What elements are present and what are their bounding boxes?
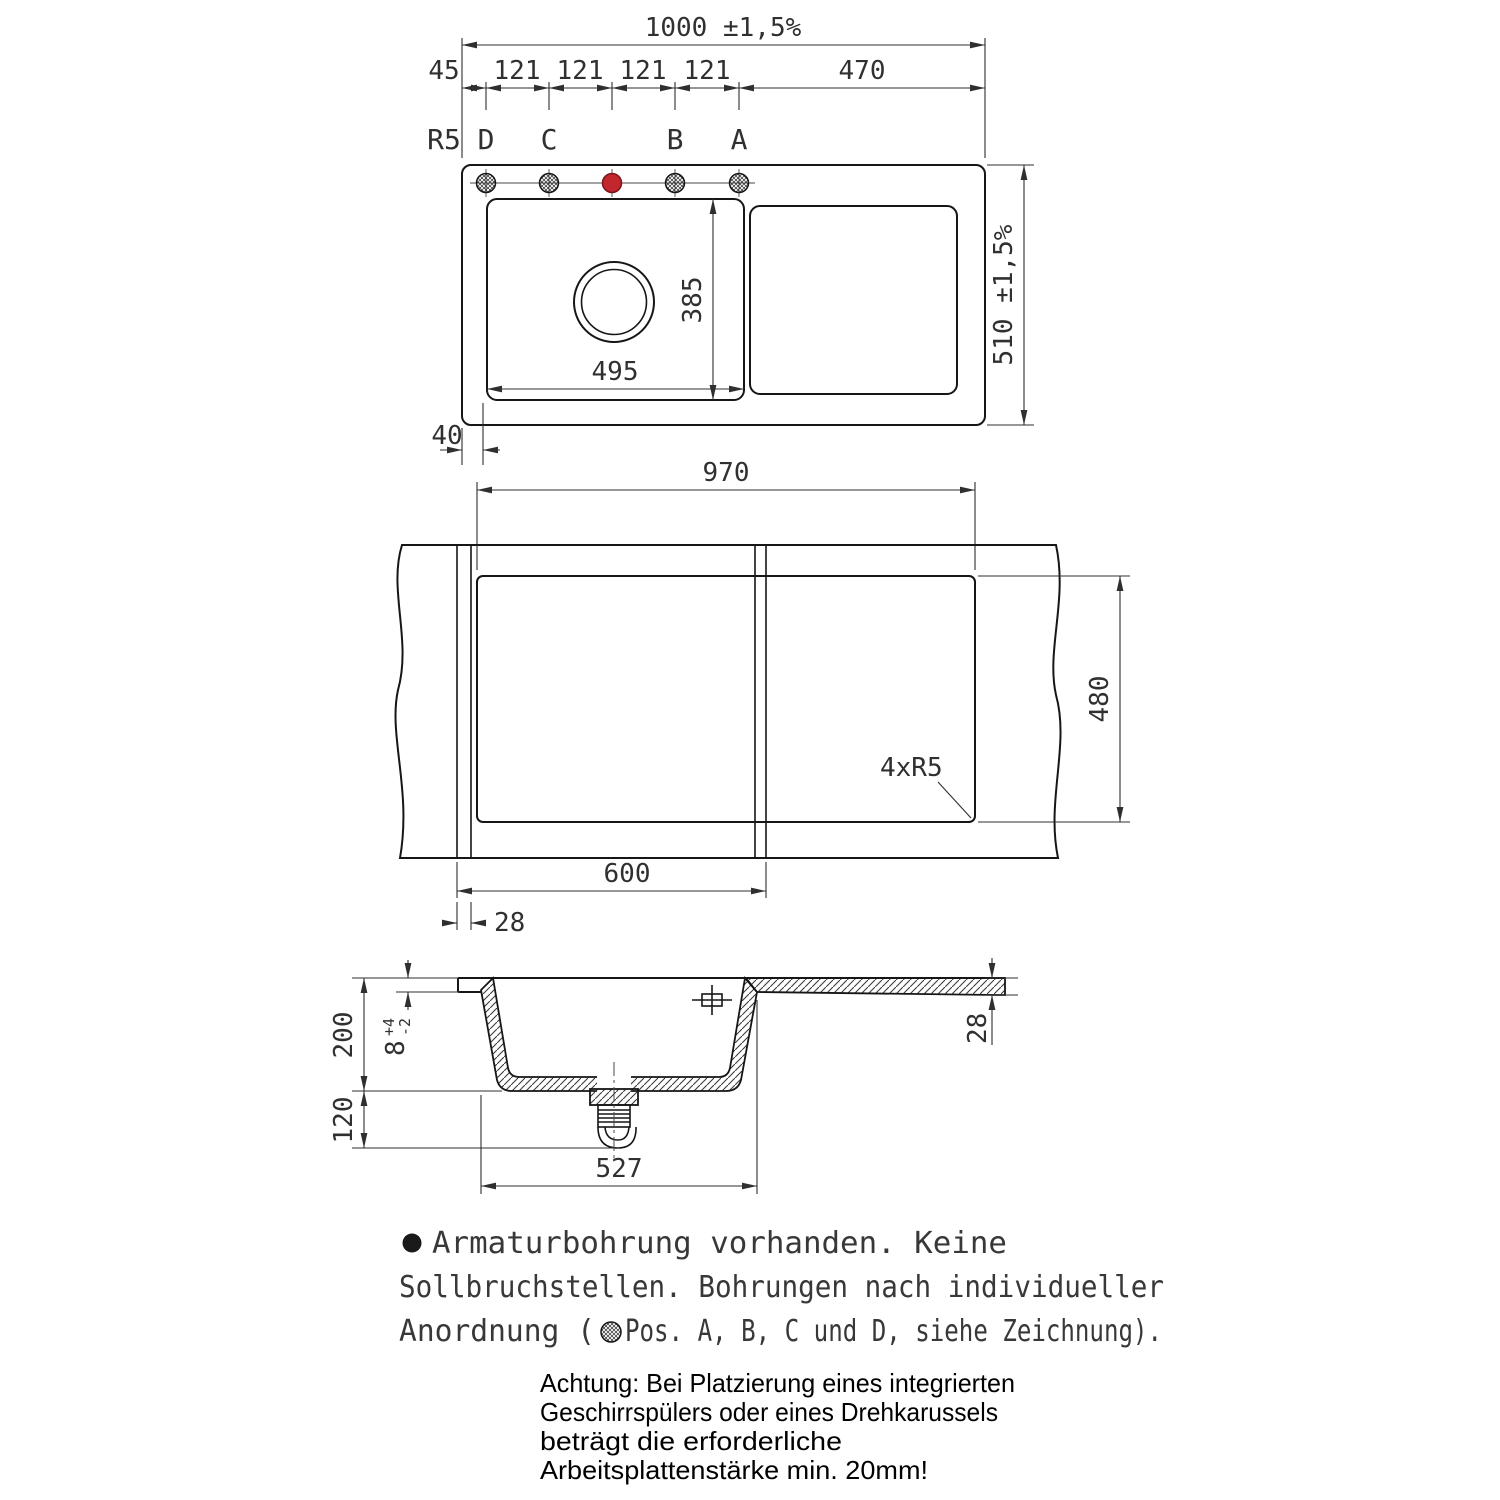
dim-bowl-width: 495 xyxy=(487,357,744,393)
drainer-section xyxy=(744,977,1006,996)
section-view: 200 8 +4 -2 120 xyxy=(329,958,1018,1194)
dim-121-label-3: 121 xyxy=(620,56,667,86)
hole-c xyxy=(538,172,560,194)
hole-center-red xyxy=(601,172,623,194)
dim-45-label: 45 xyxy=(428,56,459,86)
cutout-outline xyxy=(476,575,976,823)
dim-edge-thickness: 28 xyxy=(963,958,1018,1045)
dim-121-label-4: 121 xyxy=(684,56,731,86)
dim-cutout-width: 970 xyxy=(476,458,976,570)
dim-overall-width: 1000 ±1,5% xyxy=(461,13,986,158)
dim-bottom-offset: 40 xyxy=(431,403,500,465)
countertop-slab xyxy=(394,544,1062,859)
dim-28-thickness-label: 28 xyxy=(963,1013,993,1044)
hole-d xyxy=(475,172,497,194)
drainer-outline xyxy=(749,205,958,395)
dim-200-label: 200 xyxy=(329,1012,359,1059)
drain-tailpipe-inner xyxy=(604,1126,630,1141)
dim-total-label: 1000 ±1,5% xyxy=(645,13,802,43)
faucet-holes xyxy=(470,169,755,197)
corner-radius-label: 4xR5 xyxy=(880,753,943,783)
attention-line4: Arbeitsplattenstärke min. 20mm! xyxy=(540,1455,928,1485)
hole-a xyxy=(728,172,750,194)
armature-note-line3-prefix: Anordnung ( xyxy=(399,1314,595,1349)
dim-bowl-depth-section: 200 xyxy=(329,977,502,1092)
drain-outer-circle xyxy=(573,261,655,343)
attention-line3: beträgt die erforderliche xyxy=(540,1426,842,1456)
reference-lines xyxy=(456,545,767,858)
hole-label-a: A xyxy=(731,123,748,156)
dim-385-label: 385 xyxy=(678,277,708,324)
dim-600-label: 600 xyxy=(604,859,651,889)
hole-label-d: D xyxy=(478,123,495,156)
dim-8-tol-minus: -2 xyxy=(396,1018,414,1036)
drain-inner-circle xyxy=(580,268,648,336)
dim-rim-thickness: 8 +4 -2 xyxy=(380,960,460,1056)
rim-lines xyxy=(457,977,1005,993)
dim-470-label: 470 xyxy=(839,56,886,86)
dim-480-label: 480 xyxy=(1085,676,1115,723)
datum-cross-marker xyxy=(692,985,732,1015)
radius-label: R5 xyxy=(427,123,461,156)
corner-radius-callout: 4xR5 xyxy=(880,753,972,819)
cutout-view: 970 480 4xR5 xyxy=(394,458,1130,938)
dim-edge-offset: 28 xyxy=(442,902,525,938)
attention-note: Achtung: Bei Platzierung eines integrier… xyxy=(540,1368,1015,1485)
dim-overall-height: 510 ±1,5% xyxy=(987,164,1034,426)
dim-495-label: 495 xyxy=(592,357,639,387)
armature-note-line2: Sollbruchstellen. Bohrungen nach individ… xyxy=(399,1270,1164,1305)
dim-drain-height: 120 xyxy=(329,1091,620,1149)
dim-510-label: 510 ±1,5% xyxy=(989,224,1019,365)
dim-121-label-1: 121 xyxy=(494,56,541,86)
armature-note-line1: Armaturbohrung vorhanden. Keine xyxy=(432,1226,1007,1261)
dim-8-label: 8 xyxy=(381,1040,411,1056)
drain-fitting xyxy=(589,1062,639,1158)
dim-bowl-depth: 385 xyxy=(678,199,717,400)
armature-note-line3-suffix: Pos. A, B, C und D, siehe Zeichnung). xyxy=(625,1314,1162,1349)
dim-28-label: 28 xyxy=(494,908,525,938)
dim-bowl-width-section: 527 xyxy=(480,1000,758,1194)
bullet-icon xyxy=(402,1233,422,1253)
dim-970-label: 970 xyxy=(703,458,750,488)
dim-120-label: 120 xyxy=(329,1097,359,1144)
top-view: 1000 ±1,5% 45 121 121 121 12 xyxy=(427,13,1034,465)
bowl-outline xyxy=(486,198,745,401)
dim-bowl-cutout: 600 xyxy=(456,859,767,898)
dim-121-label-2: 121 xyxy=(557,56,604,86)
armature-note: Armaturbohrung vorhanden. Keine Sollbruc… xyxy=(399,1226,1164,1349)
hole-symbol-icon xyxy=(600,1321,622,1343)
attention-line1: Achtung: Bei Platzierung eines integrier… xyxy=(540,1368,1015,1398)
attention-line2: Geschirrspülers oder eines Drehkarussels xyxy=(540,1397,998,1427)
hole-b xyxy=(664,172,686,194)
dim-cutout-height: 480 xyxy=(978,575,1130,823)
hole-position-labels: R5 D C B A xyxy=(427,123,747,156)
dim-8-tol-plus: +4 xyxy=(380,1018,398,1036)
hole-label-b: B xyxy=(667,123,684,156)
dim-hole-pitch-row: 45 121 121 121 121 470 xyxy=(428,56,985,110)
sink-outline xyxy=(461,164,986,426)
dim-527-label: 527 xyxy=(596,1154,643,1184)
hole-label-c: C xyxy=(541,123,558,156)
dim-40-label: 40 xyxy=(431,421,462,451)
drain-opening xyxy=(573,261,655,343)
